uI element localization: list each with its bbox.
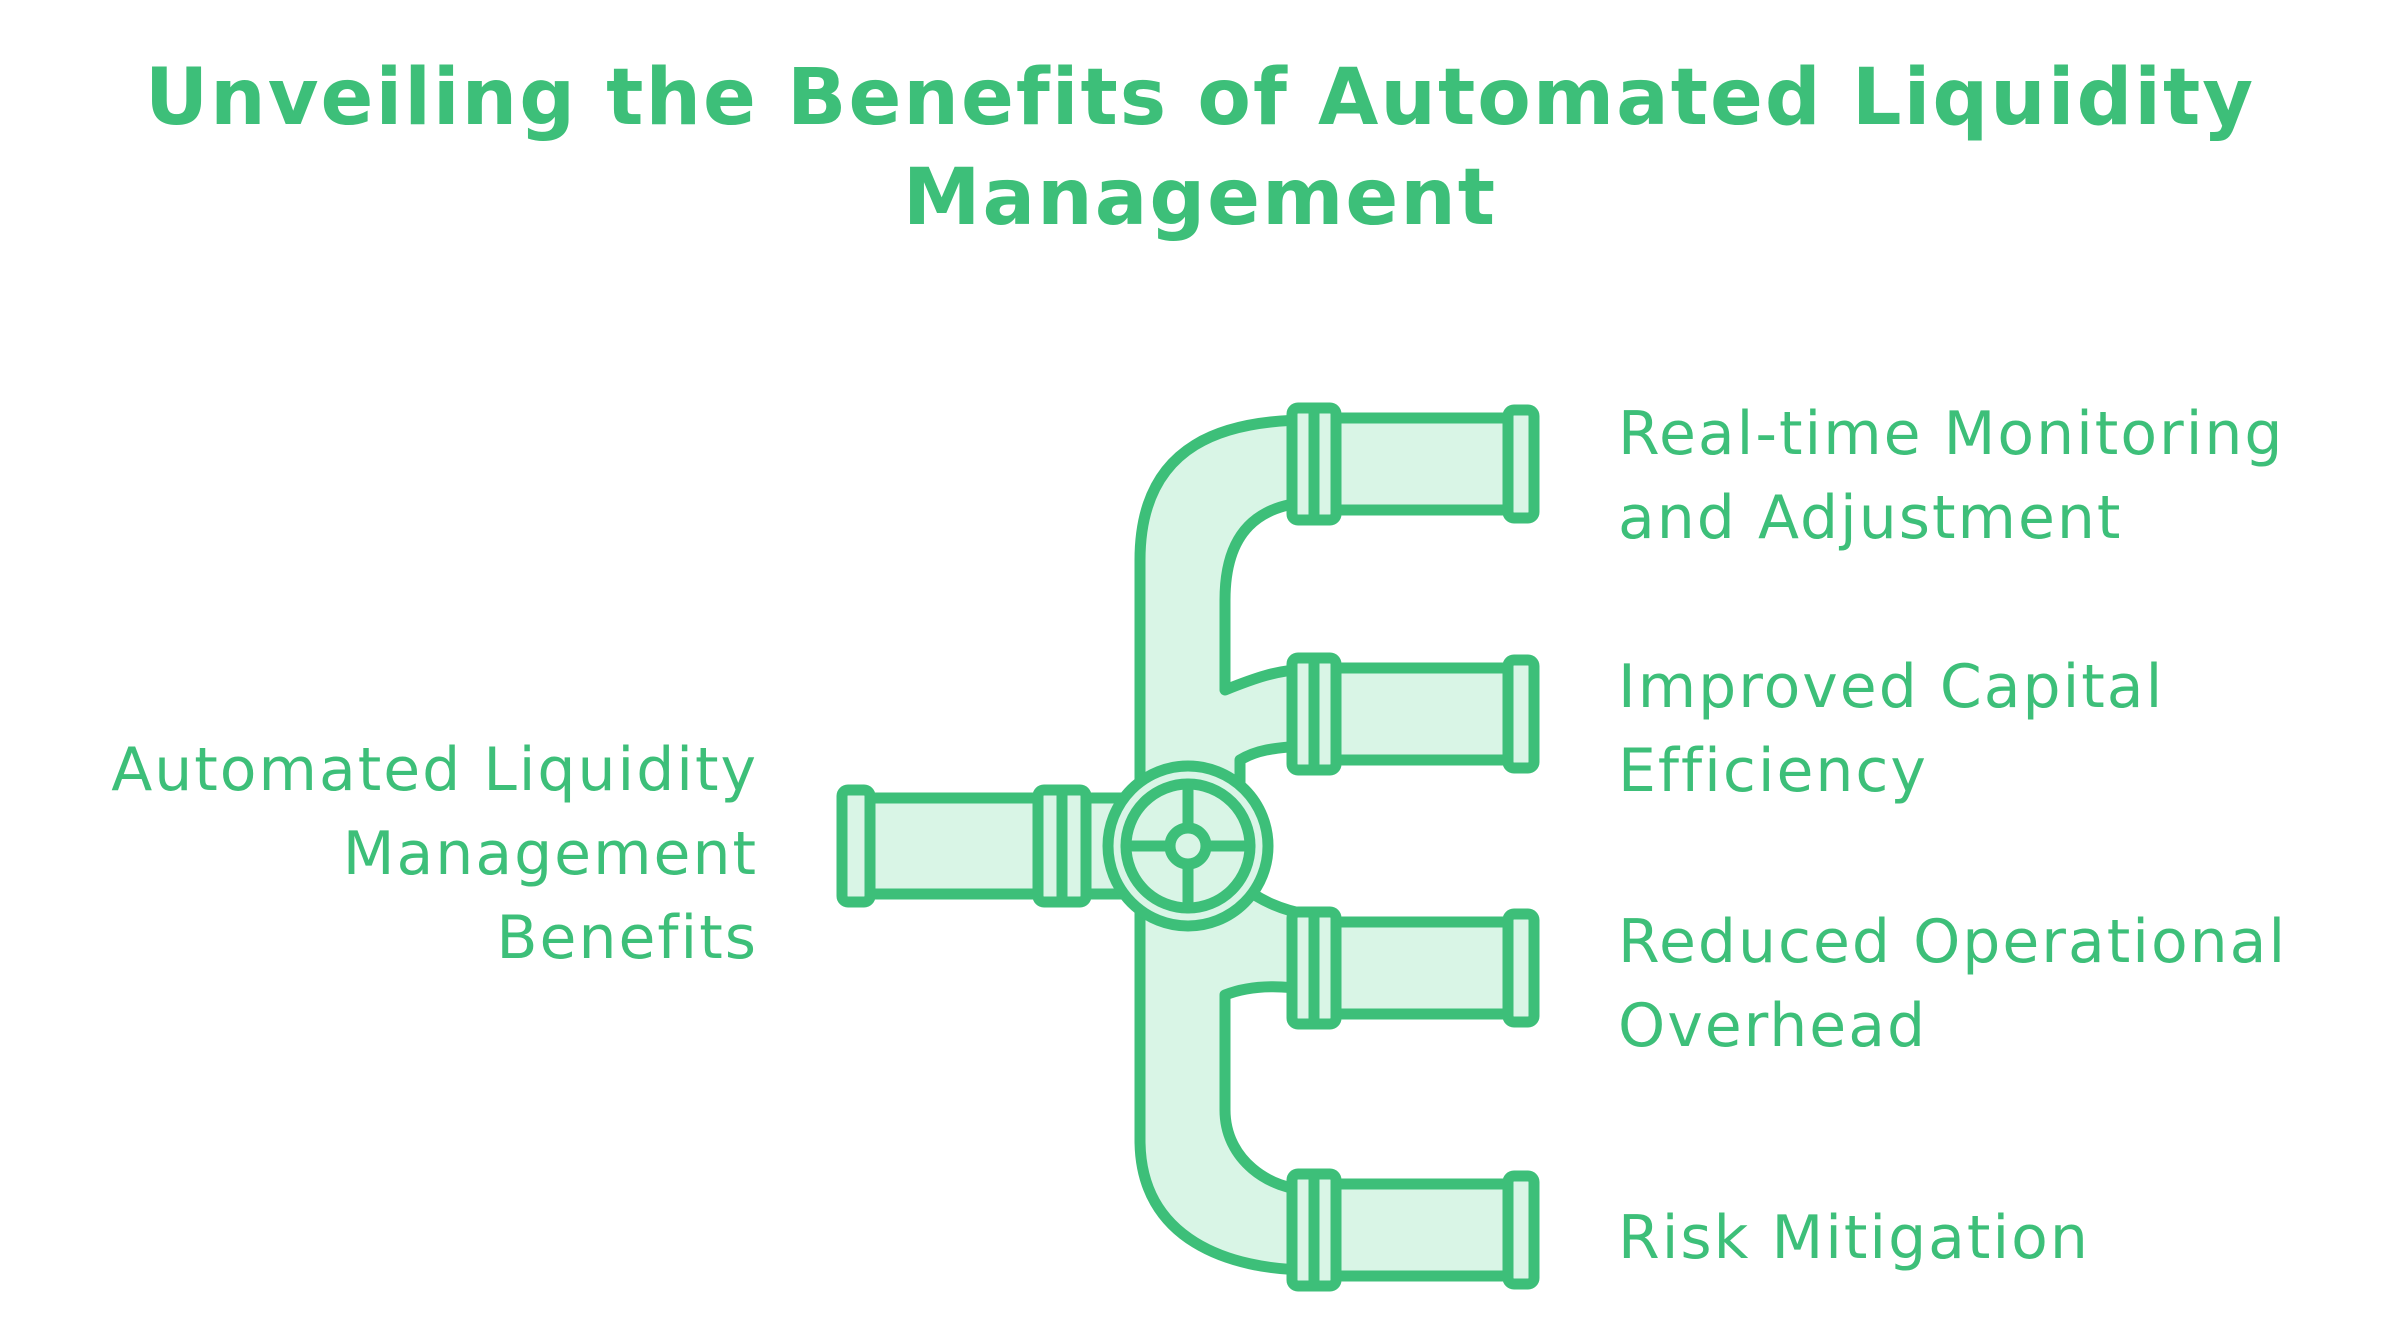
branch-2-end-cap: [1502, 654, 1540, 774]
title-line-1: Unveiling the Benefits of Automated Liqu…: [144, 53, 2256, 143]
benefit-label-line-1: Risk Mitigation: [1618, 1203, 2090, 1273]
benefit-label-line-1: Real-time Monitoring: [1618, 399, 2285, 469]
benefit-label-operational-overhead: Reduced Operational Overhead: [1618, 900, 2287, 1068]
source-label-line-3: Benefits: [496, 903, 758, 973]
branch-1-end-cap: [1502, 404, 1540, 524]
source-label-line-2: Management: [342, 819, 758, 889]
benefit-label-line-2: Overhead: [1618, 991, 1928, 1061]
branch-3-end-cap: [1502, 908, 1540, 1028]
inlet-end-cap: [836, 784, 876, 908]
benefit-label-line-1: Improved Capital: [1618, 652, 2165, 722]
benefit-label-real-time-monitoring: Real-time Monitoring and Adjustment: [1618, 392, 2284, 560]
inlet-pipe: [844, 792, 1146, 900]
benefit-label-capital-efficiency: Improved Capital Efficiency: [1618, 645, 2164, 813]
page-title: Unveiling the Benefits of Automated Liqu…: [0, 48, 2400, 248]
benefit-label-line-1: Reduced Operational: [1618, 907, 2288, 977]
benefit-label-line-2: Efficiency: [1618, 736, 1928, 806]
title-line-2: Management: [902, 153, 1498, 243]
source-label: Automated Liquidity Management Benefits: [111, 728, 758, 980]
source-label-line-1: Automated Liquidity: [111, 735, 758, 805]
benefit-label-line-2: and Adjustment: [1618, 483, 2123, 553]
branch-4-end-cap: [1502, 1170, 1540, 1290]
benefit-label-risk-mitigation: Risk Mitigation: [1618, 1196, 2090, 1280]
